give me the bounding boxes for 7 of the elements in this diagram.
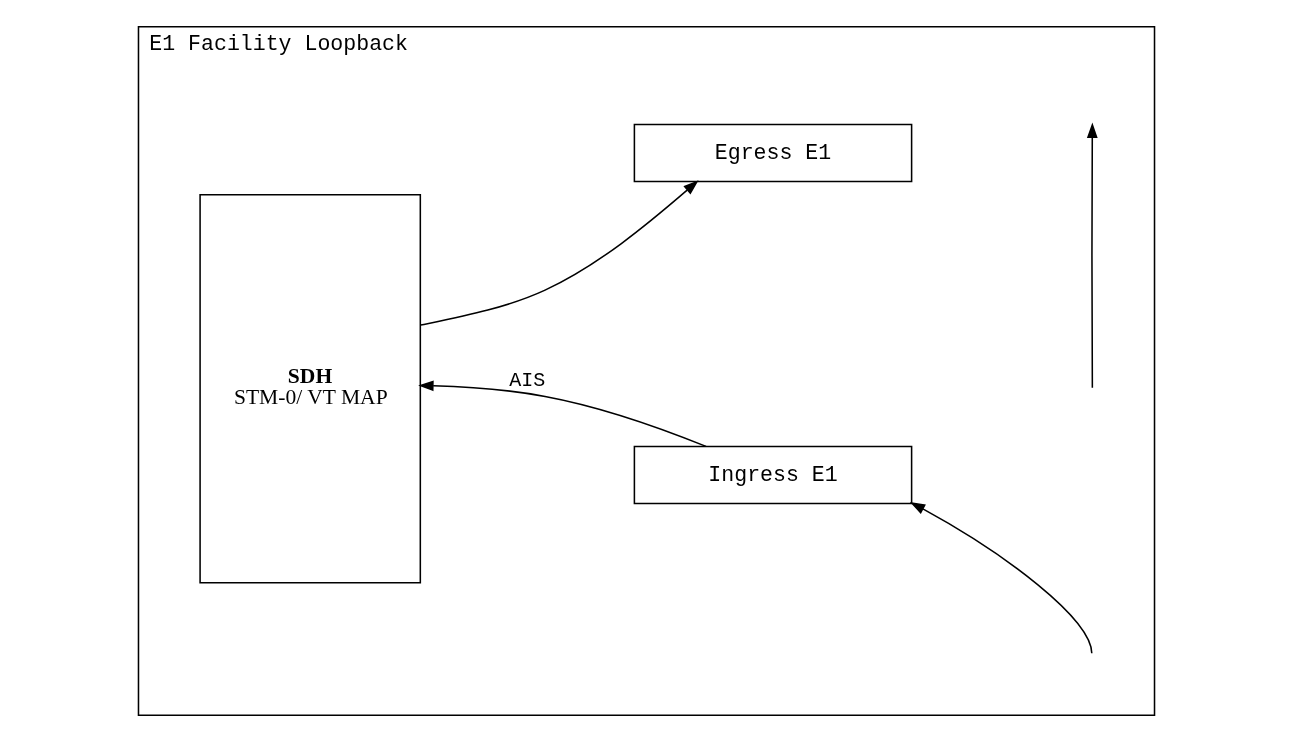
node-box: Egress E1 [633, 123, 912, 183]
arrow [909, 501, 1093, 654]
edge-label: AIS [508, 369, 545, 393]
node-box: SDH STM-0/ VT MAP [198, 193, 421, 584]
arrow [419, 180, 699, 326]
node-box: Ingress E1 [633, 445, 912, 505]
arrow [417, 380, 707, 448]
